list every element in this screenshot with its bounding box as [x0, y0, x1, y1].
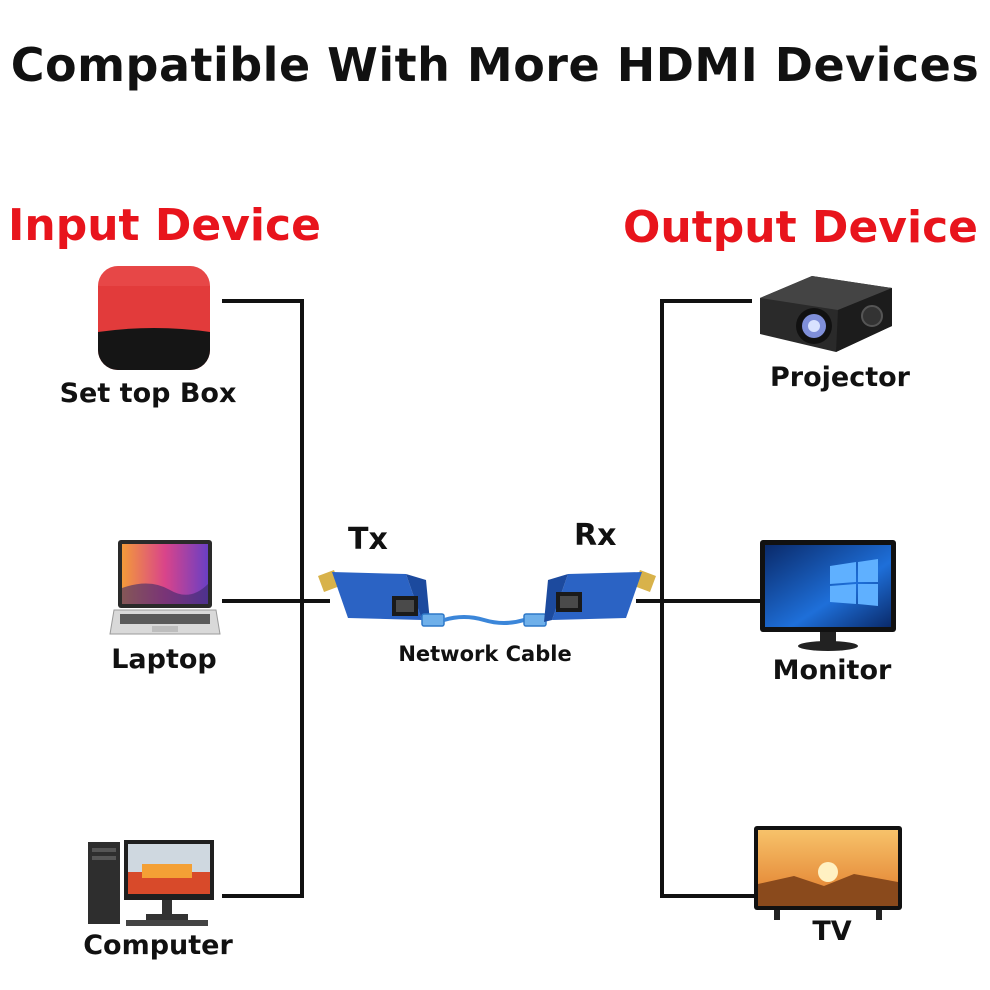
- connector-line-tv: [662, 894, 754, 898]
- connector-line-computer: [222, 894, 304, 898]
- input-bus-line: [300, 299, 304, 898]
- connector-line-monitor: [662, 599, 760, 603]
- tx-label: Tx: [348, 522, 388, 557]
- connector-line-laptop: [222, 599, 304, 603]
- computer-icon: [88, 840, 214, 926]
- connector-line-rx: [636, 599, 662, 603]
- device-label-projector: Projector: [770, 362, 910, 393]
- set-top-box-icon: [98, 266, 210, 370]
- output-bus-line: [660, 299, 664, 898]
- rx-label: Rx: [574, 518, 617, 553]
- device-label-tv: TV: [812, 916, 852, 947]
- page-title: Compatible With More HDMI Devices: [10, 38, 980, 92]
- input-device-heading: Input Device: [8, 200, 321, 251]
- connector-line-tx: [300, 599, 330, 603]
- tv-icon: [754, 826, 902, 920]
- device-label-monitor: Monitor: [772, 655, 892, 686]
- projector-icon: [760, 276, 892, 352]
- device-label-computer: Computer: [83, 930, 233, 961]
- output-device-heading: Output Device: [623, 202, 978, 253]
- connector-line-projector: [662, 299, 752, 303]
- tx-extender-icon: [318, 570, 430, 622]
- monitor-icon: [760, 540, 896, 651]
- network-cable-label: Network Cable: [398, 642, 572, 666]
- rx-extender-icon: [544, 570, 656, 622]
- laptop-icon: [109, 540, 221, 635]
- network-cable-icon: [421, 613, 547, 627]
- connector-line-set-top-box: [222, 299, 304, 303]
- device-label-set-top-box: Set top Box: [59, 378, 237, 409]
- device-label-laptop: Laptop: [111, 644, 217, 675]
